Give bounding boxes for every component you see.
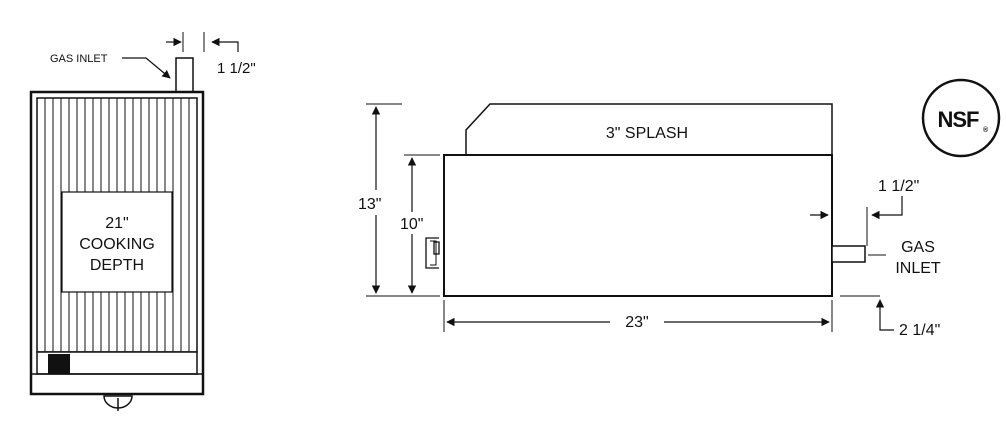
cooking-depth-label-box [61, 191, 173, 293]
gas-inlet-pipe-side [831, 245, 866, 263]
front-body [443, 154, 833, 297]
nsf-logo-text: NSF [938, 107, 980, 132]
height-total-label: 13" [358, 196, 381, 213]
cooking-depth-word2: DEPTH [90, 257, 144, 274]
inlet-offset-label: 1 1/2" [217, 60, 256, 77]
dim-2-quarter-arrow [875, 299, 894, 331]
inlet-pointer-right [871, 196, 903, 220]
width-label: 23" [625, 314, 648, 331]
knob-side-icon [425, 237, 440, 269]
gas-inlet-word2: INLET [895, 260, 941, 277]
backsplash [465, 103, 833, 155]
inlet-top-offset-label: 1 1/2" [878, 178, 919, 195]
cooking-depth-word1: COOKING [79, 236, 155, 253]
grease-drain-block [48, 354, 70, 374]
control-knob [103, 395, 133, 409]
cooking-depth-value: 21" [105, 215, 128, 232]
inlet-bottom-offset-label: 2 1/4" [899, 322, 940, 339]
splash-label: 3" SPLASH [606, 125, 688, 142]
top-view: GAS INLET 1 1/2" [29, 32, 256, 411]
gas-inlet-label: GAS INLET [50, 53, 108, 65]
nsf-logo: NSF ® [921, 78, 1001, 158]
gas-inlet-word1: GAS [901, 239, 935, 256]
gas-inlet-leader [122, 57, 171, 79]
inlet-dim-arrow-right [211, 37, 239, 52]
nsf-registered-mark: ® [983, 126, 989, 134]
grill-ribs [44, 98, 190, 352]
front-view: 3" SPLASH 13" 10" 23" 1 1/2" [358, 103, 941, 339]
height-body-label: 10" [400, 216, 423, 233]
gas-inlet-pipe [175, 57, 194, 93]
